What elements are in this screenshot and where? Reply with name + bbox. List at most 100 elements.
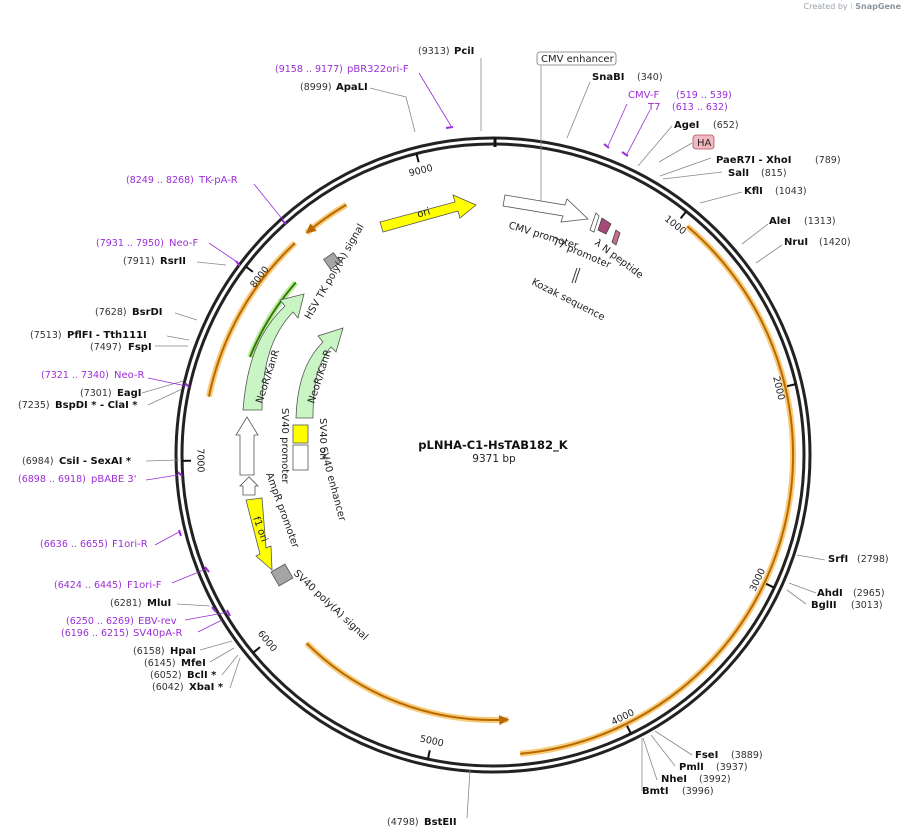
plasmid-name: pLNHA-C1-HsTAB182_K [418, 438, 569, 453]
primer-pos: (613 .. 632) [672, 102, 728, 113]
sv40-polya-feature [270, 563, 294, 587]
ruler-tick [679, 210, 688, 219]
ori-label: ori [416, 206, 432, 220]
primer-pos: (7931 .. 7950) [96, 238, 164, 249]
site-name: PciI [454, 46, 474, 57]
site-pos: (789) [815, 155, 841, 166]
site-pos: (1043) [775, 186, 807, 197]
ruler-tick-label: 6000 [255, 629, 279, 655]
hsv-tk-polya-label: HSV TK poly(A) signal [303, 222, 367, 321]
site-pos: (7513) [30, 330, 62, 341]
site-name: SrfI [828, 554, 848, 565]
ha-box [692, 134, 715, 150]
site-pos: (1420) [819, 237, 851, 248]
site-name: PaeR7I - XhoI [716, 155, 792, 166]
site-pos: (2798) [857, 554, 889, 565]
primer-name: SV40pA-R [133, 628, 182, 639]
site-pos: (3889) [731, 750, 763, 761]
primer-name: pBR322ori-F [347, 64, 409, 75]
site-pos: (3996) [682, 786, 714, 797]
site-name: RsrII [160, 256, 186, 267]
site-labels: (9313) PciI (8999) ApaLI SnaBI (340) Age… [18, 46, 889, 828]
primer-marks [177, 126, 629, 617]
site-name: BmtI [642, 786, 669, 797]
site-pos: (4798) [387, 817, 419, 828]
lambda-n-feature [597, 217, 612, 235]
sv40-enhancer-label: SV40 enhancer [317, 446, 348, 523]
cmv-enhancer-label: CMV enhancer [541, 54, 615, 65]
primer-pos: (8249 .. 8268) [126, 175, 194, 186]
site-pos: (6145) [144, 658, 176, 669]
site-name: AgeI [674, 120, 699, 131]
site-name: KflI [744, 186, 763, 197]
site-pos: (652) [713, 120, 739, 131]
inner-orf-arc [305, 642, 509, 722]
site-name: BspDI * - ClaI * [55, 400, 138, 411]
neo-orf-arc [249, 281, 297, 358]
ha-label: HA [697, 138, 712, 149]
primer-pos: (9158 .. 9177) [275, 64, 343, 75]
site-name: PflFI - Tth111I [67, 330, 147, 341]
ruler-tick [786, 383, 797, 388]
site-pos: (340) [637, 72, 663, 83]
ruler-tick-label: 5000 [419, 734, 445, 750]
site-name: NheI [661, 774, 687, 785]
site-pos: (6281) [110, 598, 142, 609]
site-pos: (1313) [804, 216, 836, 227]
ruler-tick-label: 1000 [662, 214, 688, 238]
primer-pos: (6898 .. 6918) [18, 474, 86, 485]
site-name: BstEII [424, 817, 457, 828]
site-name: PmlI [679, 762, 704, 773]
ruler-tick-label: 7000 [194, 448, 205, 472]
primer-pos: (6250 .. 6269) [66, 616, 134, 627]
ruler-tick [765, 582, 775, 589]
site-pos: (815) [761, 168, 787, 179]
site-name: ApaLI [336, 82, 368, 93]
site-name: FseI [695, 750, 718, 761]
cmv-promoter-feature [502, 194, 589, 223]
leader-lines [141, 58, 826, 819]
site-pos: (7628) [95, 307, 127, 318]
t7-promoter-feature [589, 212, 600, 233]
site-name: FspI [128, 342, 152, 353]
site-pos: (6052) [150, 670, 182, 681]
site-name: NruI [784, 237, 808, 248]
snapgene-logo-icon: ⁝ [850, 2, 853, 11]
site-pos: (3013) [851, 600, 883, 611]
site-pos: (6042) [152, 682, 184, 693]
site-name: EagI [117, 388, 141, 399]
neokanr-inner-feature [295, 327, 344, 419]
site-name: MfeI [181, 658, 206, 669]
sv40-promoter-feature [235, 416, 259, 476]
primer-name: Neo-R [114, 370, 145, 381]
kozak-mark-2 [574, 267, 581, 284]
site-name: AhdI [817, 588, 843, 599]
f1-ori-label: f1 ori [250, 515, 269, 543]
site-pos: (8999) [300, 82, 332, 93]
kozak-label: Kozak sequence [530, 277, 607, 323]
site-pos: (7235) [18, 400, 50, 411]
upper-left-orf-arrowhead [305, 223, 317, 234]
ampr-promoter-feature [239, 476, 259, 496]
site-pos: (7497) [90, 342, 122, 353]
ruler-tick-label: 9000 [408, 163, 434, 180]
primer-name: T7 [647, 102, 660, 113]
primer-name: EBV-rev [138, 616, 177, 627]
sv40-ori-label: SV40 ori [317, 418, 328, 460]
ruler-tick [252, 646, 261, 654]
kozak-mark [571, 267, 578, 284]
site-name: XbaI * [189, 682, 224, 693]
primer-name: Neo-F [169, 238, 199, 249]
primer-pos: (6196 .. 6215) [61, 628, 129, 639]
ruler-tick [415, 153, 420, 163]
sv40-enhancer-feature [292, 444, 309, 471]
site-pos: (6984) [22, 456, 54, 467]
ruler-tick [426, 750, 431, 760]
ha-small-feature [611, 229, 621, 246]
primer-name: F1ori-F [127, 580, 162, 591]
created-by-text: Created by [803, 2, 848, 11]
site-name: SnaBI [592, 72, 624, 83]
primer-pos: (6424 .. 6445) [54, 580, 122, 591]
primer-pos: (7321 .. 7340) [41, 370, 109, 381]
